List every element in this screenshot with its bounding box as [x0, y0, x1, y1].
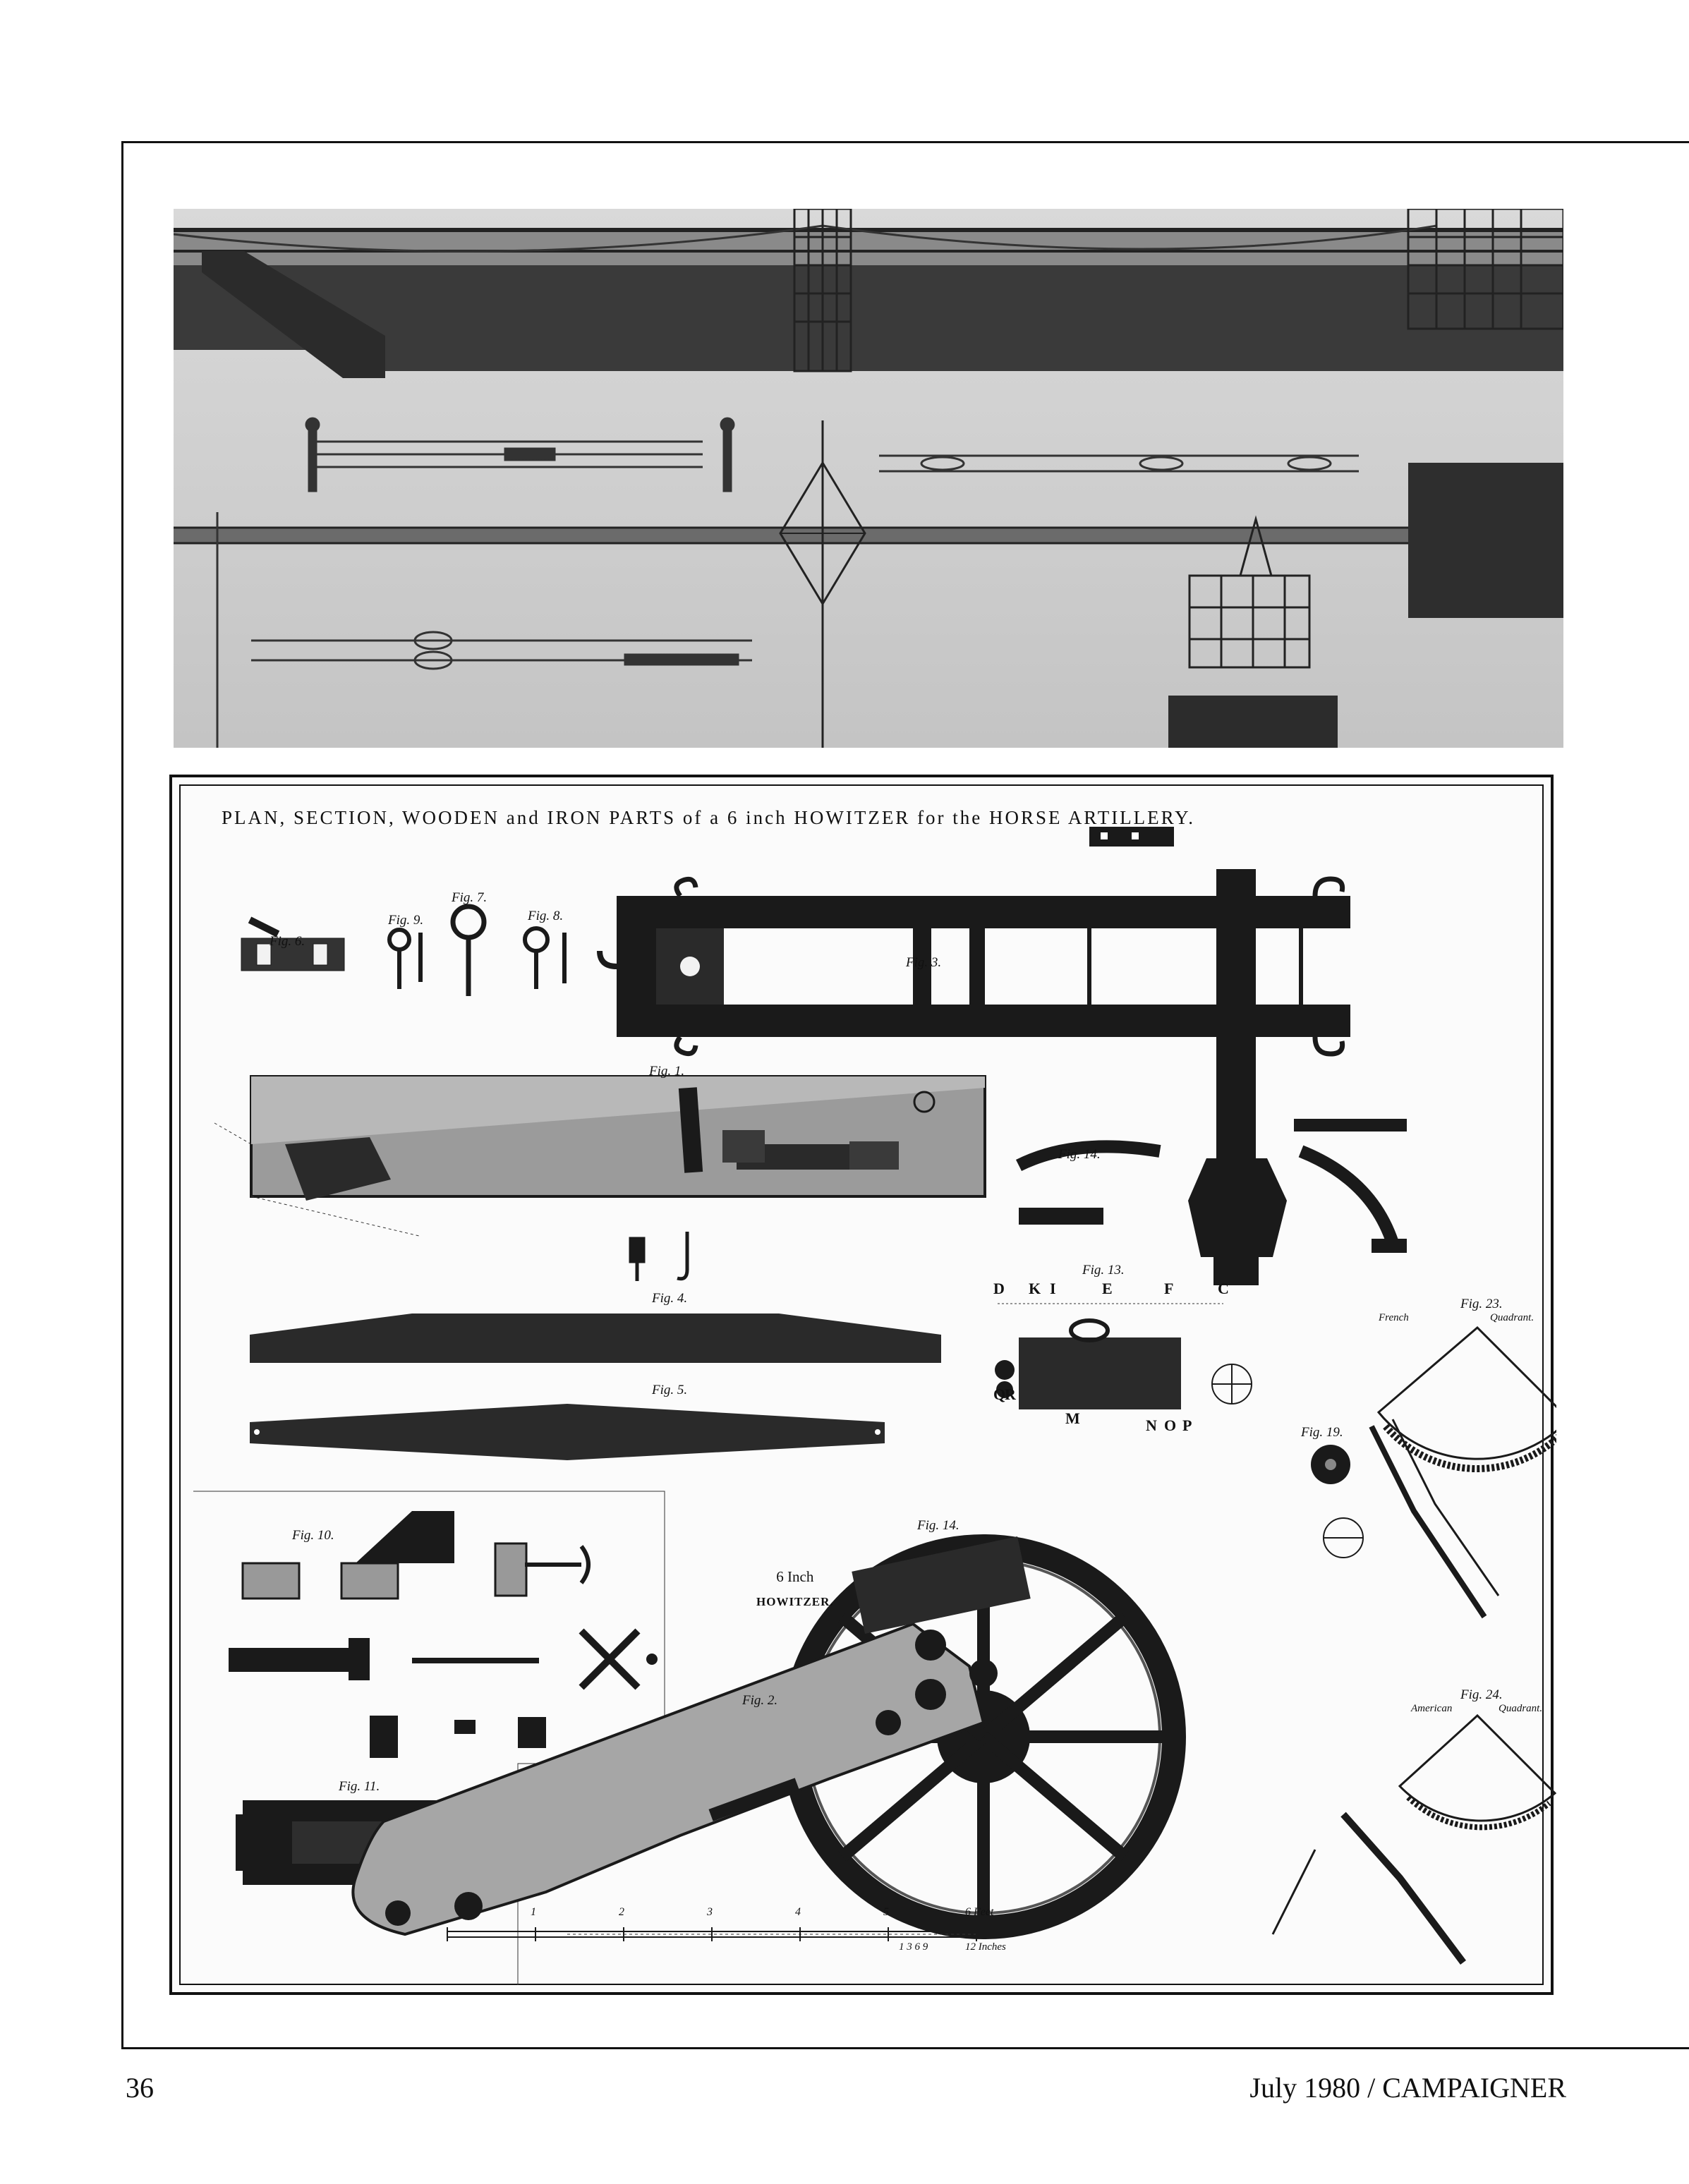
fig13-letter-i: I	[1050, 1280, 1056, 1297]
fig13-letter-q: Q	[993, 1385, 1006, 1403]
fig6-9-small-parts	[241, 904, 567, 996]
howitzer-label: 6 Inch HOWITZER.	[756, 1564, 834, 1615]
fig23-label: Fig. 23.	[1460, 1297, 1503, 1311]
fig1-label: Fig. 1.	[649, 1064, 685, 1079]
fig3-label: Fig. 3.	[906, 955, 942, 970]
scale-inch-ticks: 1 3 6 9	[899, 1941, 928, 1953]
french-quadrant-label-left: French	[1379, 1312, 1409, 1323]
fig13-letter-c: C	[1218, 1280, 1229, 1297]
fig13-letter-k: K	[1029, 1280, 1041, 1297]
fig1-side-beam	[214, 1075, 986, 1237]
fig23-french-quadrant	[1369, 1325, 1556, 1619]
fig9-label: Fig. 9.	[388, 913, 424, 928]
fig19-label: Fig. 19.	[1301, 1425, 1343, 1440]
american-quadrant-label-left: American	[1411, 1703, 1453, 1714]
fig4-label: Fig. 4.	[652, 1291, 688, 1306]
scale-tick-1: 1	[531, 1906, 536, 1918]
fig14-axletree-label: Fig. 14.	[1058, 1147, 1101, 1162]
fig7-label: Fig. 7.	[452, 890, 488, 905]
fig13-letter-e: E	[1102, 1280, 1113, 1297]
fig2-label: Fig. 2.	[742, 1693, 778, 1708]
scale-feet-label: 6 Feet	[965, 1906, 994, 1918]
scale-inches-label: 12 Inches	[965, 1941, 1006, 1953]
fig13-label: Fig. 13.	[1082, 1263, 1125, 1278]
howitzer-label-line1: 6 Inch	[776, 1568, 814, 1585]
fig24-label: Fig. 24.	[1460, 1687, 1503, 1702]
scale-tick-5: 5	[883, 1906, 889, 1918]
bridge-drawing-graphic	[174, 209, 1563, 748]
fig4-fig5-bars	[250, 1314, 941, 1460]
fig19-shot	[1311, 1445, 1364, 1558]
howitzer-engraving-plate: PLAN, SECTION, WOODEN and IRON PARTS of …	[169, 775, 1556, 1995]
fig13-letter-m: M	[1065, 1409, 1080, 1427]
fig14-howitzer-label: Fig. 14.	[917, 1518, 959, 1533]
bridge-drawing-photo	[174, 209, 1563, 748]
fig13-letter-d: D	[993, 1280, 1005, 1297]
fig13-letter-r: R	[1005, 1385, 1016, 1403]
plate-title: PLAN, SECTION, WOODEN and IRON PARTS of …	[222, 807, 1195, 828]
fig13-letter-n: N	[1146, 1416, 1157, 1434]
fig14-axletree	[1015, 1119, 1407, 1253]
howitzer-engraving-graphic	[193, 827, 1556, 1985]
fig13-letter-f: F	[1164, 1280, 1174, 1297]
fig8-label: Fig. 8.	[528, 909, 564, 923]
fig6-label: Fig. 6.	[270, 934, 305, 949]
fig2-howitzer-on-carriage	[351, 1534, 1186, 1939]
fig13-barrel	[995, 1303, 1252, 1409]
fig24-american-quadrant	[1271, 1713, 1556, 1965]
page-number: 36	[126, 2072, 154, 2104]
american-quadrant-label-right: Quadrant.	[1499, 1703, 1543, 1714]
french-quadrant-label-right: Quadrant.	[1490, 1312, 1534, 1323]
running-head: July 1980 / CAMPAIGNER	[1249, 2072, 1566, 2104]
r-hook-part	[629, 1232, 689, 1281]
fig11-label: Fig. 11.	[339, 1779, 380, 1794]
fig5-label: Fig. 5.	[652, 1383, 688, 1397]
page-frame	[121, 141, 1689, 2049]
fig13-letter-p: P	[1182, 1416, 1192, 1434]
scale-bar	[447, 1927, 977, 1941]
fig13-letter-o: O	[1164, 1416, 1177, 1434]
scale-tick-4: 4	[795, 1906, 801, 1918]
howitzer-label-line2: HOWITZER.	[756, 1595, 834, 1608]
plate-inner-border	[179, 784, 1544, 1985]
scale-tick-2: 2	[619, 1906, 624, 1918]
scale-tick-3: 3	[707, 1906, 713, 1918]
fig3-carriage-plan	[597, 827, 1350, 1285]
fig10-label: Fig. 10.	[292, 1528, 334, 1543]
